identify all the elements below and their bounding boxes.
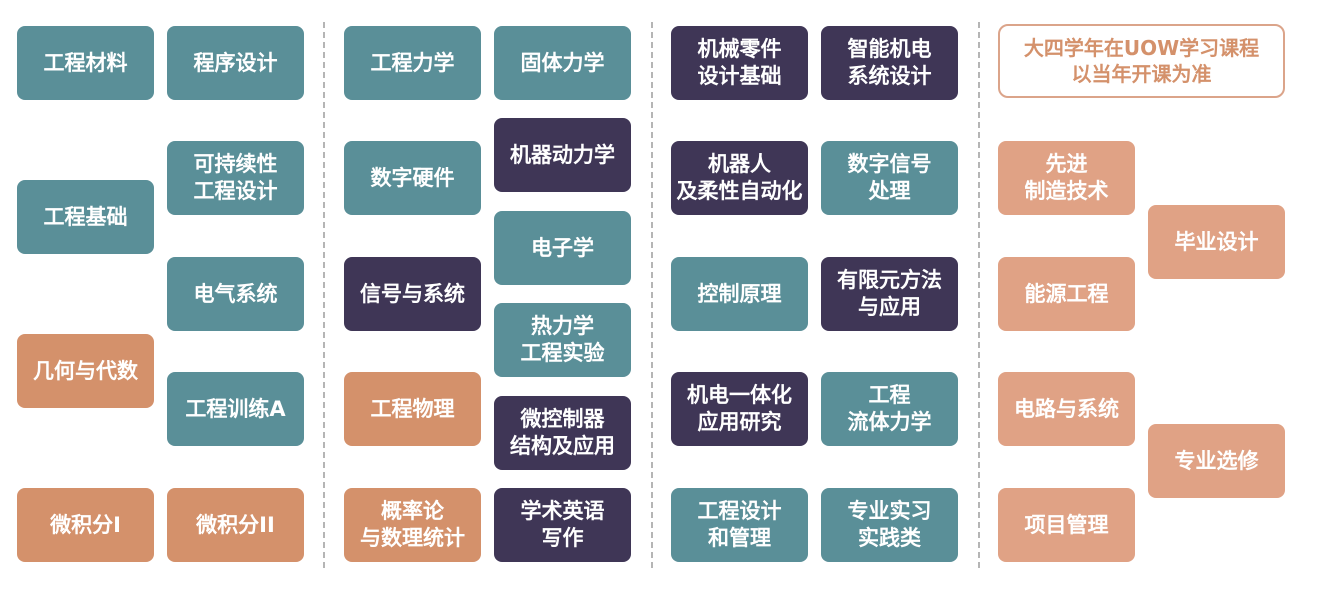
- course-calculus-1: 微积分I: [17, 488, 154, 562]
- course-robotics-automation: 机器人 及柔性自动化: [671, 141, 808, 215]
- year4-note: 大四学年在UOW学习课程 以当年开课为准: [998, 24, 1285, 98]
- course-probability-statistics: 概率论 与数理统计: [344, 488, 481, 562]
- course-fluid-mechanics: 工程 流体力学: [821, 372, 958, 446]
- course-digital-signal-processing: 数字信号 处理: [821, 141, 958, 215]
- course-programming: 程序设计: [167, 26, 304, 100]
- course-engineering-mechanics: 工程力学: [344, 26, 481, 100]
- course-calculus-2: 微积分II: [167, 488, 304, 562]
- course-graduation-project: 毕业设计: [1148, 205, 1285, 279]
- course-sustainable-design: 可持续性 工程设计: [167, 141, 304, 215]
- divider-year1-year2: [323, 22, 325, 568]
- course-electronics: 电子学: [494, 211, 631, 285]
- course-engineering-physics: 工程物理: [344, 372, 481, 446]
- course-engineering-training: 工程训练A: [167, 372, 304, 446]
- course-mechatronics-research: 机电一体化 应用研究: [671, 372, 808, 446]
- course-machine-parts-design: 机械零件 设计基础: [671, 26, 808, 100]
- course-geometry-algebra: 几何与代数: [17, 334, 154, 408]
- course-microcontroller: 微控制器 结构及应用: [494, 396, 631, 470]
- course-academic-english: 学术英语 写作: [494, 488, 631, 562]
- course-electrical-systems: 电气系统: [167, 257, 304, 331]
- course-digital-hardware: 数字硬件: [344, 141, 481, 215]
- course-finite-element: 有限元方法 与应用: [821, 257, 958, 331]
- course-energy-engineering: 能源工程: [998, 257, 1135, 331]
- divider-year3-year4: [978, 22, 980, 568]
- course-solid-mechanics: 固体力学: [494, 26, 631, 100]
- course-project-management: 项目管理: [998, 488, 1135, 562]
- course-control-principles: 控制原理: [671, 257, 808, 331]
- course-advanced-manufacturing: 先进 制造技术: [998, 141, 1135, 215]
- course-engineering-materials: 工程材料: [17, 26, 154, 100]
- course-circuits-systems: 电路与系统: [998, 372, 1135, 446]
- course-engineering-foundation: 工程基础: [17, 180, 154, 254]
- divider-year2-year3: [651, 22, 653, 568]
- course-design-management: 工程设计 和管理: [671, 488, 808, 562]
- course-signals-systems: 信号与系统: [344, 257, 481, 331]
- course-thermodynamics-lab: 热力学 工程实验: [494, 303, 631, 377]
- course-intelligent-mechatronic-design: 智能机电 系统设计: [821, 26, 958, 100]
- course-machine-dynamics: 机器动力学: [494, 118, 631, 192]
- course-professional-electives: 专业选修: [1148, 424, 1285, 498]
- course-internship: 专业实习 实践类: [821, 488, 958, 562]
